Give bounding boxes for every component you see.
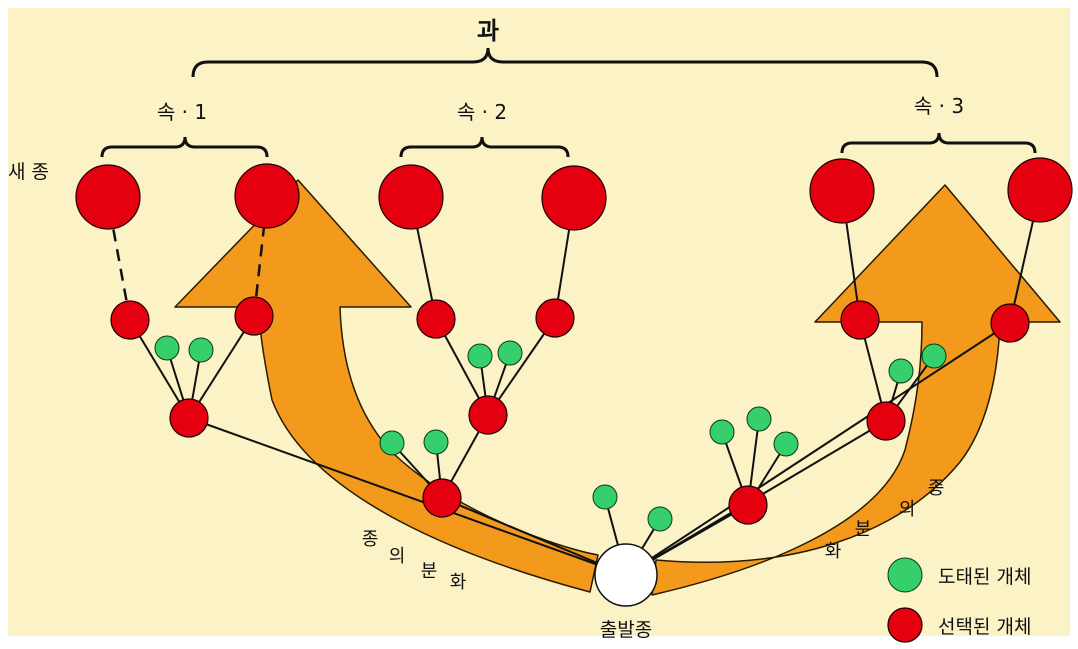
selected-node [729,486,767,524]
eliminated-node [710,420,734,444]
eliminated-node [774,432,798,456]
selected-node [867,402,905,440]
selected-node [469,396,507,434]
selected-node [991,304,1029,342]
eliminated-node [498,341,522,365]
selected-node [111,301,149,339]
new-species-node [542,166,606,230]
selected-node [417,300,455,338]
eliminated-node [593,485,617,509]
eliminated-node [189,338,213,362]
eliminated-node [468,344,492,368]
speciation-right-char: 의 [899,499,916,520]
new-species-node [1008,158,1072,222]
new-species-node [235,164,299,228]
origin-species-node [595,544,657,606]
eliminated-node [889,359,913,383]
legend-selected-swatch [888,608,922,642]
selected-node [841,301,879,339]
eliminated-node [922,344,946,368]
selected-node [536,299,574,337]
eliminated-node [380,431,404,455]
genus2-label: 속 · 2 [457,100,507,124]
speciation-left-char: 분 [421,561,438,582]
new-species-node [379,165,443,229]
new-species-node [810,159,874,223]
speciation-right-char: 종 [928,478,945,499]
legend-selected-label: 선택된 개체 [938,616,1031,638]
eliminated-node [648,507,672,531]
new-species-node [76,165,140,229]
speciation-left-char: 화 [450,572,467,593]
speciation-right-char: 화 [825,541,842,562]
speciation-left-char: 의 [389,546,406,567]
origin-species-label: 출발종 [600,619,652,641]
legend-eliminated-label: 도태된 개체 [938,566,1031,588]
new-species-label: 새 종 [8,161,49,183]
speciation-right-char: 분 [855,519,872,540]
selected-node [235,297,273,335]
genus1-label: 속 · 1 [157,100,207,124]
legend-eliminated-swatch [888,558,922,592]
eliminated-node [747,407,771,431]
eliminated-node [155,336,179,360]
selected-node [423,479,461,517]
speciation-left-char: 종 [362,529,379,550]
genus3-label: 속 · 3 [914,94,964,118]
family-label: 과 [477,17,499,45]
selected-node [170,399,208,437]
eliminated-node [424,430,448,454]
